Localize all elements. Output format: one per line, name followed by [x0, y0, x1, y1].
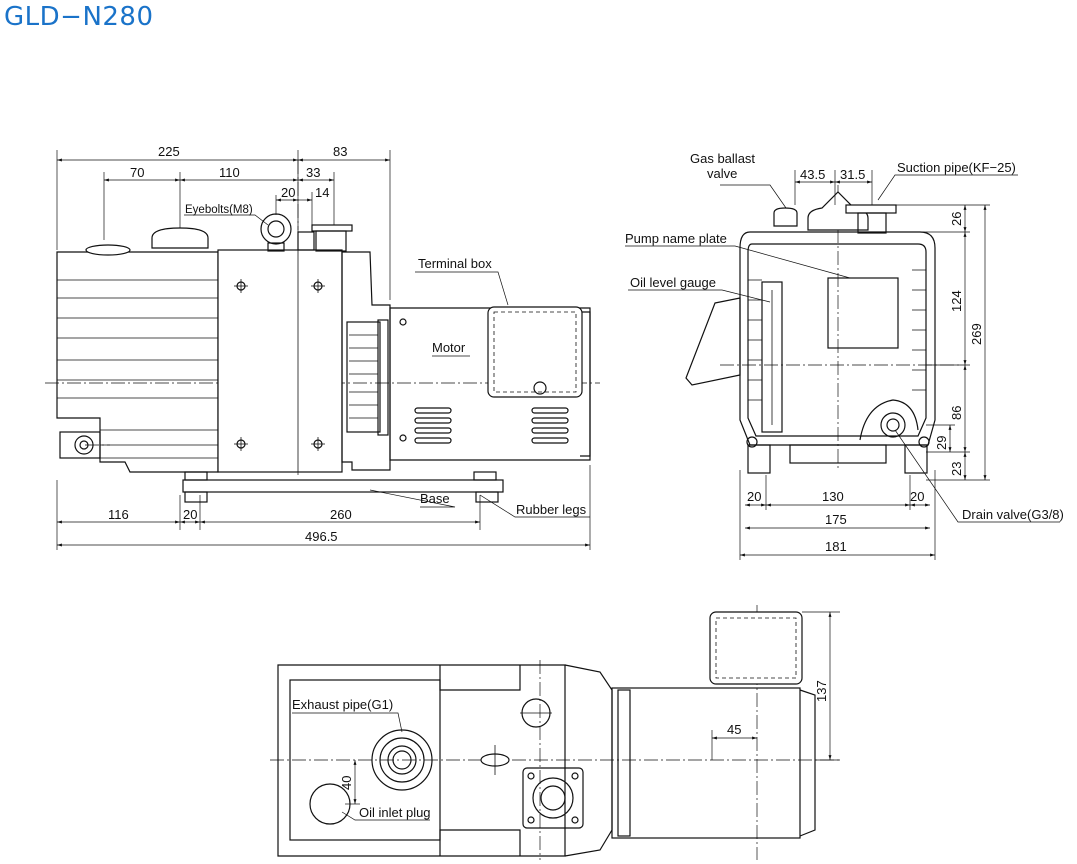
label-gas-ballast: Gas ballast	[690, 151, 755, 166]
label-pump-name-plate: Pump name plate	[625, 231, 727, 246]
oil-level-gauge	[761, 281, 783, 433]
dim-40: 40	[339, 776, 354, 790]
side-leaders	[184, 214, 590, 518]
exhaust-pipe	[371, 729, 433, 791]
base	[182, 479, 504, 493]
label-oil-inlet-plug: Oil inlet plug	[359, 805, 431, 820]
dim-29: 29	[934, 436, 949, 450]
label-rubber-legs: Rubber legs	[516, 502, 587, 517]
dim-31-5: 31.5	[840, 167, 865, 182]
dim-20-base: 20	[183, 507, 197, 522]
top-leaders	[292, 712, 430, 821]
drain-fitting	[59, 431, 101, 459]
dim-269: 269	[969, 323, 984, 345]
cover-plate	[217, 249, 343, 473]
label-motor: Motor	[432, 340, 466, 355]
suction-pipe	[807, 191, 869, 231]
dim-20-left: 20	[747, 489, 761, 504]
dim-137: 137	[814, 680, 829, 702]
suction-flange	[522, 767, 584, 829]
dim-26: 26	[949, 212, 964, 226]
motor-bracket	[341, 251, 391, 471]
suction-cap	[151, 227, 209, 249]
dim-124: 124	[949, 290, 964, 312]
side-dimensions	[56, 150, 591, 550]
drain-valve	[880, 412, 906, 438]
end-leaders	[625, 174, 1060, 523]
label-suction-pipe: Suction pipe(KF−25)	[897, 160, 1016, 175]
label-terminal-box: Terminal box	[418, 256, 492, 271]
cover-bolts	[234, 279, 325, 451]
dim-225: 225	[158, 144, 180, 159]
pump-body	[56, 251, 219, 473]
end-dimensions	[739, 170, 990, 560]
label-oil-level-gauge: Oil level gauge	[630, 275, 716, 290]
page-title: GLD−N280	[4, 2, 154, 32]
terminal-box	[487, 306, 583, 398]
top-motor	[611, 687, 801, 839]
label-drain-valve: Drain valve(G3/8)	[962, 507, 1064, 522]
dim-45: 45	[727, 722, 741, 737]
pump-name-plate	[827, 277, 899, 349]
end-fins	[748, 269, 926, 401]
motor-vents	[414, 407, 569, 444]
dim-175: 175	[825, 512, 847, 527]
dim-33: 33	[306, 165, 320, 180]
dim-14: 14	[315, 185, 329, 200]
label-eyebolts: Eyebolts(M8)	[185, 204, 253, 216]
end-view: 43.5 31.5 26 124 269 86 29 23 20 130 20 …	[625, 151, 1064, 560]
dim-110: 110	[219, 165, 240, 180]
dim-43-5: 43.5	[800, 167, 825, 182]
label-exhaust-pipe: Exhaust pipe(G1)	[292, 697, 393, 712]
dim-181: 181	[825, 539, 847, 554]
top-dimensions	[345, 611, 840, 805]
dim-70: 70	[130, 165, 144, 180]
top-terminal-box	[709, 611, 803, 685]
end-body	[739, 231, 936, 446]
dim-260: 260	[330, 507, 352, 522]
dim-83: 83	[333, 144, 347, 159]
label-base: Base	[420, 491, 450, 506]
dim-130: 130	[822, 489, 844, 504]
gas-ballast-cap	[85, 244, 131, 256]
dim-23: 23	[949, 462, 964, 476]
dim-496-5: 496.5	[305, 529, 338, 544]
dim-20-right: 20	[910, 489, 924, 504]
eyebolt-icon	[260, 213, 292, 252]
side-view: 225 83 70 110 33 20 14 116 20 260 496.5 …	[45, 144, 600, 550]
dim-86: 86	[949, 406, 964, 420]
label-gas-ballast-valve: valve	[707, 166, 737, 181]
dim-116: 116	[108, 507, 129, 522]
gas-ballast-valve	[773, 207, 798, 227]
top-pump-body	[277, 664, 566, 857]
top-view: 137 45 40 Exhaust pipe(G1) Oil inlet plu…	[270, 605, 840, 860]
dim-20: 20	[281, 185, 295, 200]
